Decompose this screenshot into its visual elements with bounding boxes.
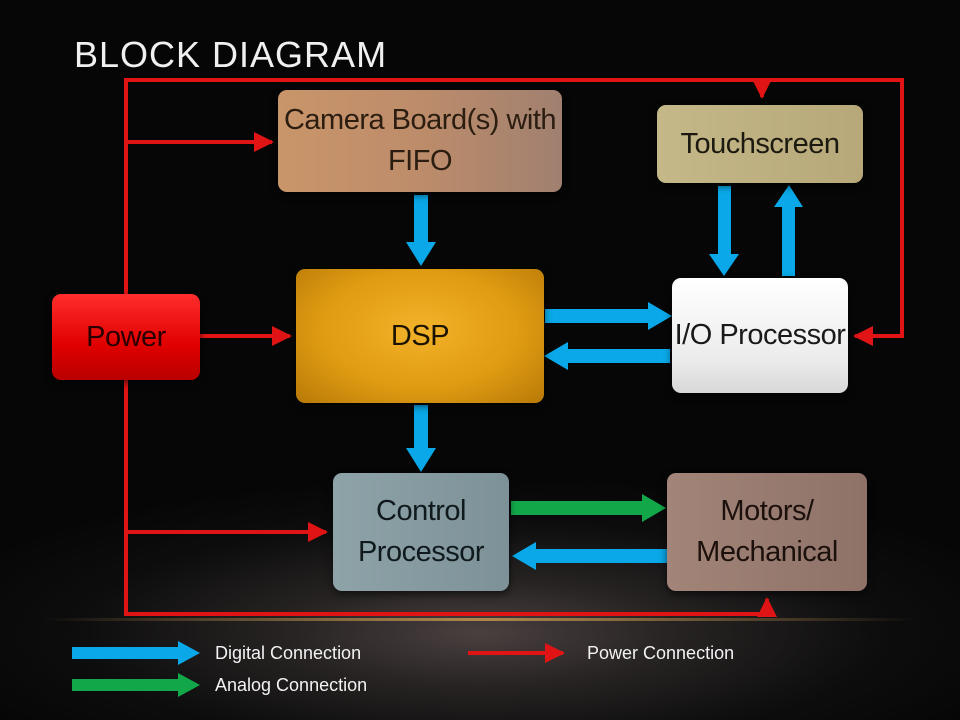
motors-to-control-arrow — [512, 542, 667, 570]
power-wiring — [124, 78, 904, 617]
camera-to-dsp-arrow — [406, 195, 436, 266]
dsp-block: DSP — [296, 269, 544, 403]
power-bus-right — [762, 78, 904, 346]
power-bus-bottom — [124, 380, 777, 617]
legend-digital-arrow — [72, 641, 200, 665]
analog-wiring — [511, 494, 666, 522]
digital-wiring — [406, 185, 803, 570]
legend-analog-arrow — [72, 673, 200, 697]
legend-digital-label: Digital Connection — [215, 643, 362, 663]
io-to-dsp-arrow — [544, 342, 670, 370]
io-processor-block: I/O Processor — [672, 278, 848, 393]
camera-board-block: Camera Board(s) with FIFO — [278, 90, 562, 192]
floor-divider — [40, 618, 920, 621]
control-to-motors-arrow — [511, 494, 666, 522]
legend-power-label: Power Connection — [587, 643, 735, 663]
control-processor-block: Control Processor — [333, 473, 509, 591]
legend-swatches — [72, 641, 565, 697]
dsp-to-control-arrow — [406, 405, 436, 472]
motors-mechanical-block: Motors/ Mechanical — [667, 473, 867, 591]
touchscreen-block: Touchscreen — [657, 105, 863, 183]
slide-title: BLOCK DIAGRAM — [74, 34, 388, 75]
legend-analog-label: Analog Connection — [215, 675, 368, 695]
touch-to-io-arrow — [709, 186, 739, 276]
dsp-to-io-arrow — [545, 302, 672, 330]
io-to-touch-arrow — [774, 185, 803, 276]
power-block: Power — [52, 294, 200, 380]
power-bus-top-left — [124, 78, 772, 294]
